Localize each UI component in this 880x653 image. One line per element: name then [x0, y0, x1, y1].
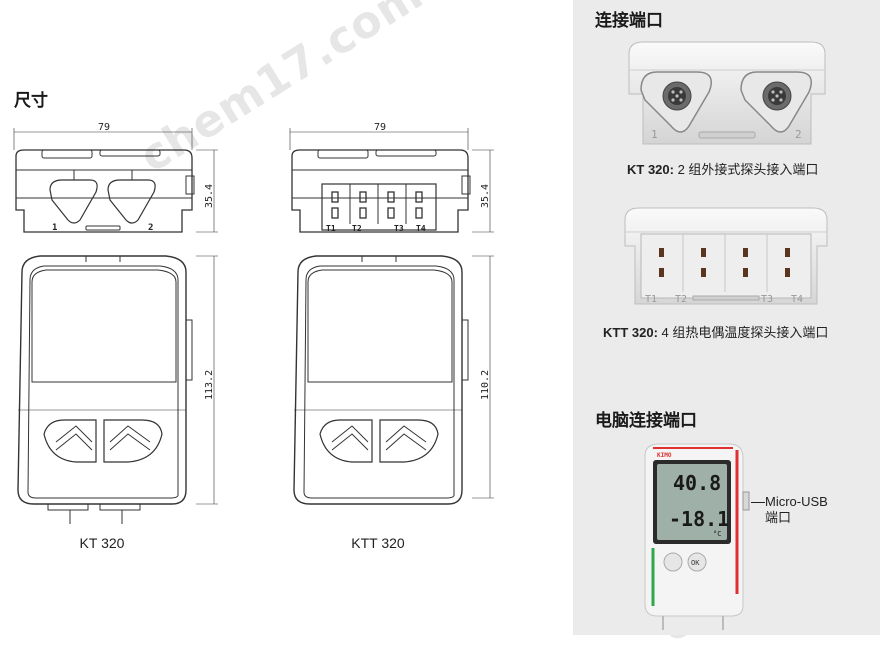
kt-photo-port-label: 1: [651, 128, 658, 141]
ktt-port-label: T1: [326, 224, 336, 233]
model-label-ktt320: KTT 320: [351, 535, 405, 551]
kt-height-dim: 35.4: [204, 184, 215, 208]
right-panel: 连接端口 1 2 KT 320: 2 组外接式探头接入端口: [573, 0, 880, 635]
ktt-port-label: T2: [352, 224, 362, 233]
device-brand: KIMO: [657, 452, 672, 459]
kt320-caption-text: 2 组外接式探头接入端口: [673, 162, 819, 177]
kt320-dimension-drawing: 79 1 2 35.4 113.2: [13, 122, 218, 524]
micro-usb-label: Micro-USB 端口: [765, 494, 828, 526]
kt-body-height-dim: 113.2: [204, 370, 215, 400]
kt320-caption-model: KT 320:: [627, 162, 674, 177]
section-title-connection-ports: 连接端口: [595, 11, 663, 30]
ktt-height-dim: 35.4: [480, 184, 491, 208]
ktt-port-label: T4: [416, 224, 426, 233]
device-reading-bottom: -18.1: [669, 507, 729, 531]
section-title-pc-connection: 电脑连接端口: [595, 411, 697, 430]
micro-usb-label-line2: 端口: [765, 510, 792, 525]
model-label-kt320: KT 320: [79, 535, 125, 551]
ktt-photo-port-label: T1: [645, 294, 657, 305]
ktt320-caption-text: 4 组热电偶温度探头接入端口: [657, 325, 829, 340]
ktt-photo-port-label: T2: [675, 294, 687, 305]
ktt-width-dim: 79: [374, 122, 386, 133]
ktt320-caption-model: KTT 320:: [603, 325, 658, 340]
ktt-photo-port-label: T4: [791, 294, 803, 305]
ktt-port-label: T3: [394, 224, 404, 233]
usb-leader-line: [751, 502, 765, 503]
kt320-ports-photo: 1 2: [628, 41, 826, 145]
device-reading-top: 40.8: [673, 471, 721, 495]
kt320-caption: KT 320: 2 组外接式探头接入端口: [627, 159, 818, 178]
kt-port-label: 2: [148, 223, 153, 233]
device-unit: °C: [713, 530, 721, 538]
ktt320-caption: KTT 320: 4 组热电偶温度探头接入端口: [603, 322, 828, 341]
kt-width-dim: 79: [98, 122, 110, 133]
section-title-dimensions: 尺寸: [14, 91, 48, 110]
kt-photo-port-label: 2: [795, 128, 802, 141]
ktt-photo-port-label: T3: [761, 294, 773, 305]
ktt-body-height-dim: 110.2: [480, 370, 491, 400]
micro-usb-label-line1: Micro-USB: [765, 494, 828, 509]
ktt320-dimension-drawing: 79 T1 T2 T3 T4 35.4 110.2: [289, 122, 494, 505]
device-photo: KIMO 40.8 -18.1 °C OK: [644, 443, 750, 630]
device-ok-label: OK: [691, 559, 700, 567]
kt-port-label: 1: [52, 223, 57, 233]
ktt320-ports-photo: T1 T2 T3 T4: [624, 207, 828, 305]
